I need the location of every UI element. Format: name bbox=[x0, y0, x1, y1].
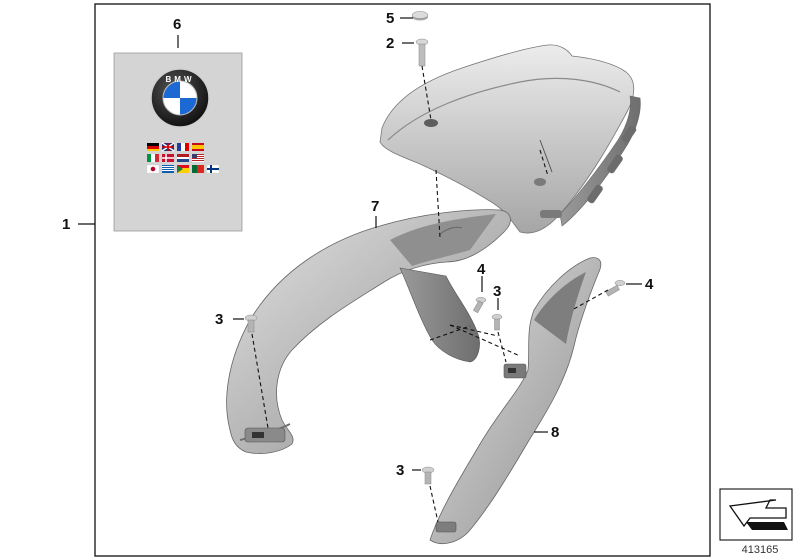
callout-7: 7 bbox=[371, 198, 379, 215]
cover-mount-hole bbox=[424, 119, 438, 127]
language-flags-icon bbox=[146, 142, 220, 174]
callout-2: 2 bbox=[386, 35, 394, 52]
screw-icon bbox=[491, 314, 503, 331]
cap-icon bbox=[411, 11, 429, 21]
callout-3-handle-left: 3 bbox=[215, 311, 223, 328]
screw-icon bbox=[472, 297, 487, 314]
callout-8: 8 bbox=[551, 424, 559, 441]
callout-6: 6 bbox=[173, 16, 181, 33]
handle-right-slot bbox=[508, 368, 516, 373]
booklet: BMW bbox=[113, 52, 243, 232]
diagram-frame bbox=[94, 3, 711, 557]
orientation-box bbox=[719, 488, 793, 541]
handle-left-slot bbox=[252, 432, 264, 438]
document-number: 413165 bbox=[742, 544, 779, 556]
callout-3-handle-right: 3 bbox=[396, 462, 404, 479]
bolt-icon bbox=[415, 38, 429, 67]
grab-handle-left bbox=[226, 209, 511, 454]
callout-1: 1 bbox=[62, 216, 70, 233]
screw-icon bbox=[421, 466, 435, 485]
callout-5: 5 bbox=[386, 10, 394, 27]
direction-arrow-icon bbox=[728, 499, 787, 528]
callout-3-mount: 3 bbox=[493, 283, 501, 300]
topcase-cover bbox=[379, 44, 641, 234]
callout-4-mount-left: 4 bbox=[477, 261, 486, 278]
callout-4-mount-right: 4 bbox=[645, 276, 654, 293]
screw-icon bbox=[605, 280, 626, 297]
grab-handle-right bbox=[429, 257, 602, 544]
bmw-logo-icon: BMW bbox=[150, 68, 210, 128]
screw-icon bbox=[244, 314, 258, 333]
logo-lettering: BMW bbox=[166, 75, 195, 84]
